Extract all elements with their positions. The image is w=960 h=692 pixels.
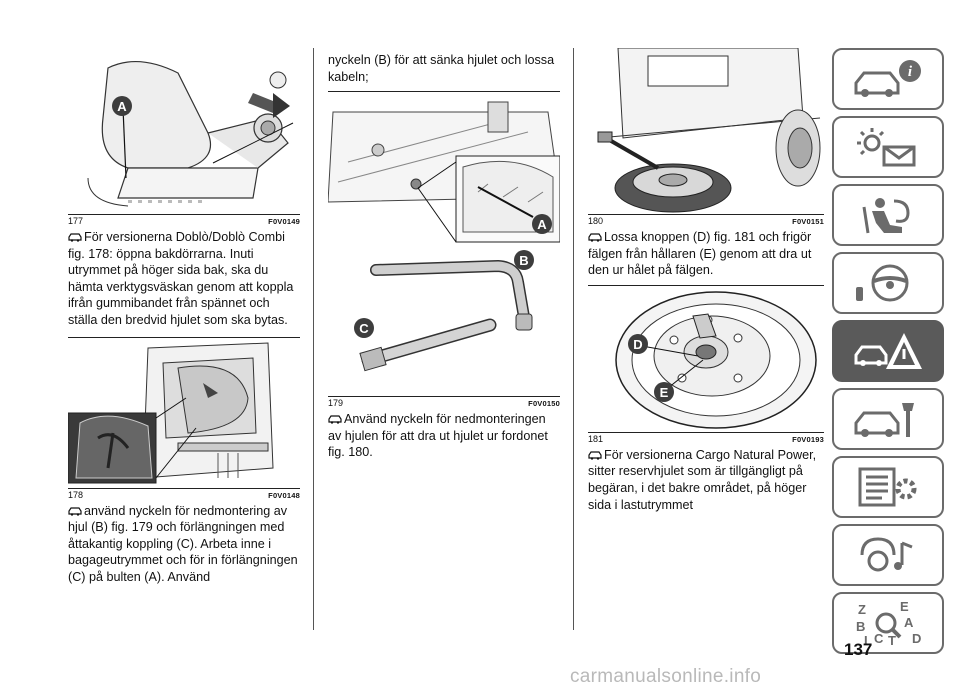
rule [328,91,560,93]
index-letter: E [900,599,909,614]
figure-179: A B C [328,92,560,397]
tab-lights-messages[interactable] [832,116,944,178]
paragraph-text: För versionerna Cargo Natural Power, sit… [588,447,817,512]
index-letter: A [904,615,914,630]
spare-wheel-holder-illustration: D E [588,285,824,432]
rule [588,284,824,286]
figure-code: F0V0151 [792,217,824,226]
paragraph-doblo-combi: För versionerna Doblò/Doblò Combi fig. 1… [68,229,300,329]
rule [588,431,824,433]
car-icon [68,233,82,242]
paragraph-pull-out-wheel: Använd nyckeln för nedmonteringen av hju… [328,411,560,461]
figure-code: F0V0148 [268,490,300,500]
svg-text:i: i [908,64,913,80]
callout-c [354,318,374,339]
chapter-tabs: i [832,48,954,660]
lights-mail-icon [857,128,916,167]
page-number: 137 [844,640,873,659]
figure-number: 180 [588,216,604,226]
paragraph-text: Använd nyckeln för nedmonteringen av hju… [328,412,548,460]
index-icon: Z E A B C T D I [856,599,921,647]
figure-number: 181 [588,433,604,444]
column-2: nyckeln (B) för att sänka hjulet och los… [328,52,560,461]
callout-d-text: D [633,337,642,352]
callout-a [532,214,552,235]
index-letter: B [856,619,865,634]
column-divider [573,48,574,630]
figure-number: 179 [328,398,344,409]
column-3: 180 F0V0151 Lossa knoppen (D) fig. 181 o… [588,48,824,513]
car-info-icon: i [854,60,921,97]
car-icon [588,451,602,460]
airbag-seat-icon [862,198,910,234]
figure-caption: 181 F0V0193 [588,434,824,445]
column-divider [313,48,314,630]
tab-index[interactable]: Z E A B C T D I [832,592,944,654]
tab-multimedia[interactable] [832,524,944,586]
index-letter: Z [858,602,866,617]
callout-a-text: A [537,217,547,232]
car-service-icon [854,403,914,437]
figure-178 [68,337,300,488]
figure-number: 178 [68,489,84,500]
index-letter: T [888,633,896,647]
tab-emergency[interactable] [832,320,944,382]
figure-caption: 178 F0V0148 [68,490,300,501]
specifications-icon [858,467,917,507]
toolbag-illustration [68,337,300,488]
figure-caption: 179 F0V0150 [328,398,560,409]
figure-code: F0V0149 [268,217,300,226]
spare-wheel-removal-illustration [588,48,824,214]
figure-caption: 180 F0V0151 [588,216,824,227]
tab-technical-data[interactable] [832,456,944,518]
seat-illustration: A [68,48,300,214]
emergency-warning-icon [854,333,922,369]
car-icon [328,415,342,424]
watermark: carmanualsonline.info [570,666,762,687]
trunk-tools-illustration: A B C [328,92,560,397]
paragraph-text: använd nyckeln för nedmontering av hjul … [68,503,298,584]
rule [68,336,300,338]
callout-d [628,333,648,354]
rule [588,214,824,215]
tab-safety[interactable] [832,184,944,246]
paragraph-wheel-wrench: använd nyckeln för nedmontering av hjul … [68,503,300,586]
figure-180 [588,48,824,214]
figure-181: D E [588,285,824,432]
callout-b [514,250,534,271]
figure-code: F0V0193 [792,434,824,444]
callout-b-text: B [519,253,528,268]
rule [68,214,300,215]
tab-maintenance[interactable] [832,388,944,450]
index-letter: D [912,631,921,646]
paragraph-release-knob: Lossa knoppen (D) fig. 181 och frigör fä… [588,229,824,279]
tab-car-info[interactable]: i [832,48,944,110]
car-icon [588,233,602,242]
index-letter: C [874,631,884,646]
callout-a-text: A [117,99,127,114]
figure-177: A [68,48,300,214]
rule [68,487,300,489]
callout-e [654,381,674,402]
rule [328,396,560,398]
tab-starting-driving[interactable] [832,252,944,314]
paragraph-cargo-natural-power: För versionerna Cargo Natural Power, sit… [588,447,824,513]
callout-a [112,96,132,116]
callout-c-text: C [359,321,369,336]
paragraph-lower-wheel: nyckeln (B) för att sänka hjulet och los… [328,53,555,84]
steering-wheel-icon [856,264,909,302]
figure-caption: 177 F0V0149 [68,216,300,227]
paragraph-text: För versionerna Doblò/Doblò Combi fig. 1… [68,230,294,327]
column-1: A 177 F0V0149 För versionerna Doblò/Dobl… [68,48,300,586]
callout-e-text: E [660,385,669,400]
figure-number: 177 [68,216,84,226]
paragraph-text: Lossa knoppen (D) fig. 181 och frigör fä… [588,230,812,278]
index-letter: I [864,633,868,647]
figure-code: F0V0150 [528,399,560,409]
car-icon [68,506,82,516]
multimedia-icon [860,537,913,572]
